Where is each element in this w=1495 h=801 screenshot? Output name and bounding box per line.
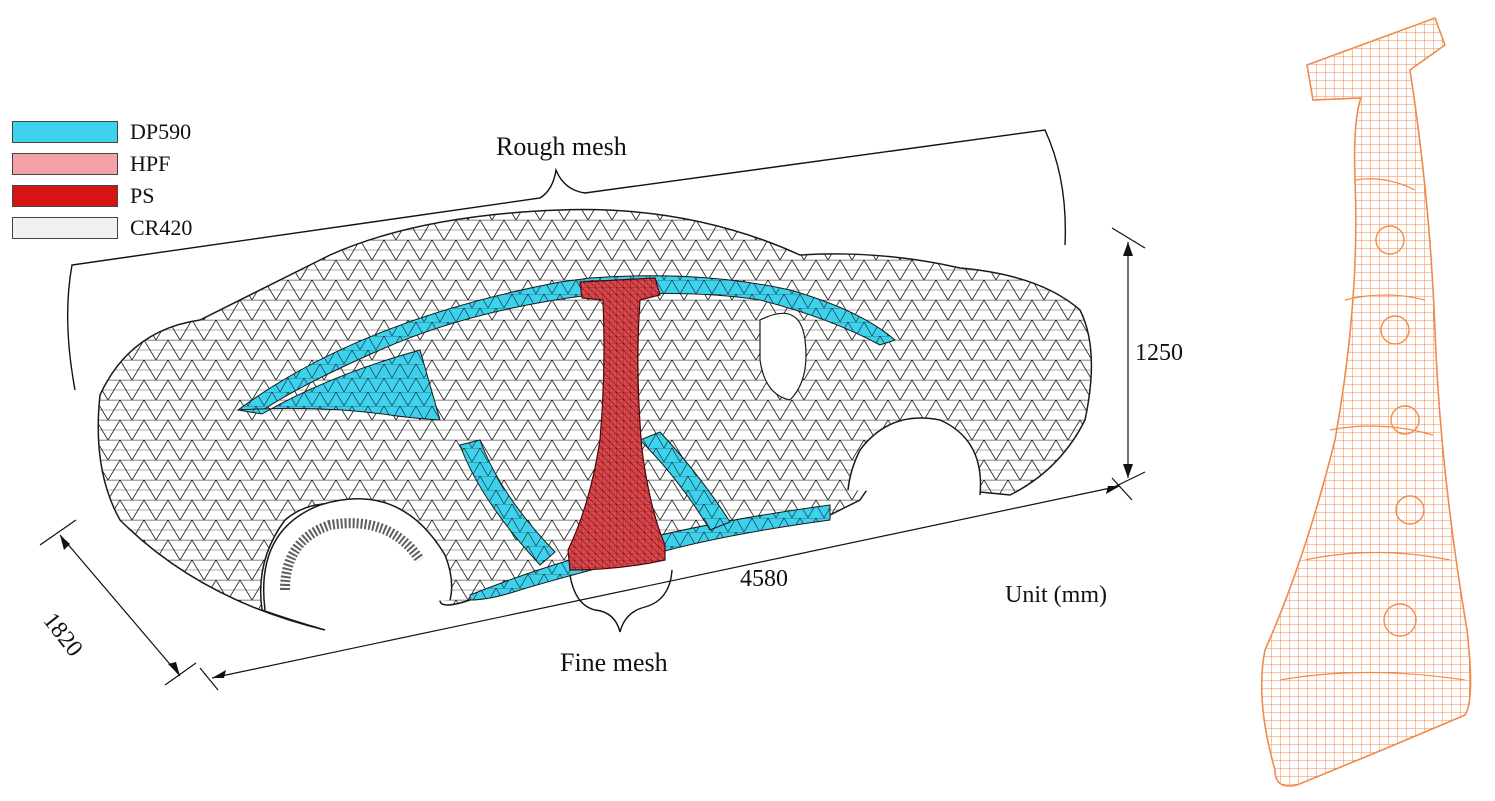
legend-item-dp590: DP590	[12, 118, 191, 146]
lower-member-dp590	[459, 439, 556, 566]
length-dimension-line	[211, 485, 1121, 679]
length-tick-right	[1111, 477, 1133, 501]
length-label: 4580	[740, 566, 788, 592]
rough-mesh-bracket	[66, 129, 1067, 391]
rough-mesh-label: Rough mesh	[496, 132, 627, 161]
legend-swatch	[12, 185, 118, 207]
legend-item-cr420: CR420	[12, 214, 192, 242]
legend-swatch	[12, 217, 118, 239]
height-tick-bottom	[1111, 471, 1146, 489]
length-tick-left	[199, 667, 219, 691]
width-dimension-line	[59, 534, 181, 677]
legend-label: HPF	[130, 151, 171, 176]
a-pillar-dp590	[237, 349, 441, 421]
b-pillar-hole-1	[1375, 225, 1405, 255]
b-pillar-hole-2	[1380, 315, 1410, 345]
b-pillar-mesh-overlay	[568, 278, 665, 570]
diagonal-member-dp590	[639, 431, 731, 531]
legend-item-hpf: HPF	[12, 150, 170, 178]
legend-swatch	[12, 121, 118, 143]
b-pillar-detail-diagram	[1260, 16, 1472, 787]
b-pillar-hole-5	[1383, 603, 1417, 637]
width-tick-bottom	[164, 662, 197, 686]
roof-rail-dp590	[236, 275, 896, 413]
legend-label: DP590	[130, 119, 192, 144]
b-pillar-hole-4	[1395, 495, 1425, 525]
height-tick-top	[1111, 227, 1146, 249]
rear-window-opening	[759, 312, 807, 401]
height-label: 1250	[1135, 340, 1183, 366]
unit-label: Unit (mm)	[1005, 582, 1107, 608]
fine-mesh-label: Fine mesh	[560, 648, 668, 677]
fine-mesh-bracket	[569, 569, 673, 633]
b-pillar-detail-bands	[1279, 178, 1466, 681]
rear-wheel-arch-mesh	[280, 518, 425, 591]
rear-wheel-arch	[263, 498, 453, 611]
legend-item-ps: PS	[12, 182, 154, 210]
car-mesh-diagram	[39, 129, 1146, 691]
legend-label: PS	[130, 183, 155, 208]
front-wheel-arch	[847, 417, 982, 496]
legend-label: CR420	[130, 215, 193, 240]
width-tick-top	[39, 519, 77, 546]
b-pillar-detail-outline	[1260, 16, 1472, 787]
legend-swatch	[12, 153, 118, 175]
b-pillar-hole-3	[1390, 405, 1420, 435]
